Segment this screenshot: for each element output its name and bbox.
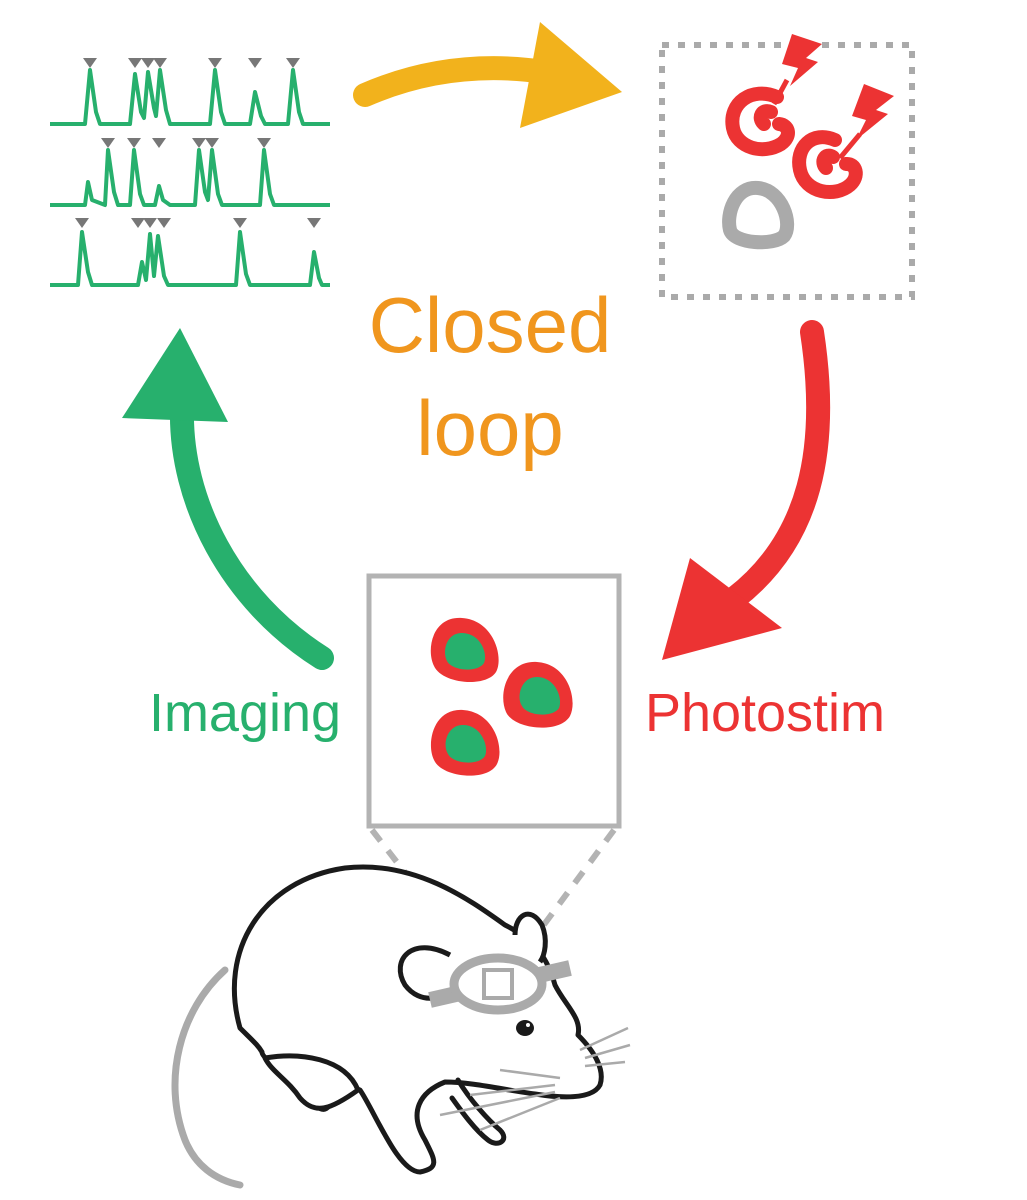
triangle-down-icon xyxy=(143,218,157,228)
neuron-cell-icon xyxy=(503,661,573,728)
mouse-icon xyxy=(171,864,631,1189)
fov-frame xyxy=(366,573,622,829)
triangle-down-icon xyxy=(141,58,155,68)
triangle-down-icon xyxy=(101,138,115,148)
lightning-bolt-icon xyxy=(782,34,822,86)
photostim-label: Photostim xyxy=(645,683,885,743)
triangle-down-icon xyxy=(248,58,262,68)
triangle-down-icon xyxy=(75,218,89,228)
triangle-down-icon xyxy=(131,218,145,228)
calcium-trace-3 xyxy=(50,230,330,287)
zoom-lines xyxy=(369,828,617,952)
triangle-down-icon xyxy=(153,58,167,68)
yellow-arrow xyxy=(353,22,622,128)
spike-markers xyxy=(75,58,321,228)
mouse-ear xyxy=(512,911,548,964)
mouse-whiskers xyxy=(439,1026,631,1132)
triangle-down-icon xyxy=(233,218,247,228)
neuron-cell-icon xyxy=(430,617,499,683)
center-label-line1: Closed xyxy=(369,281,612,369)
triangle-down-icon xyxy=(83,58,97,68)
triangle-down-icon xyxy=(307,218,321,228)
calcium-trace-2 xyxy=(50,148,330,207)
triangle-down-icon xyxy=(257,138,271,148)
non-target-cell-icon xyxy=(722,181,795,250)
mouse-hind-leg xyxy=(262,1053,361,1111)
triangle-down-icon xyxy=(192,138,206,148)
triangle-down-icon xyxy=(127,138,141,148)
imaging-label: Imaging xyxy=(149,683,341,743)
calcium-traces-panel xyxy=(50,58,330,287)
calcium-trace-1 xyxy=(50,68,330,126)
stim-cell-icon xyxy=(725,86,795,157)
triangle-down-icon xyxy=(157,218,171,228)
green-arrow xyxy=(122,328,334,670)
center-label-line2: loop xyxy=(416,384,563,472)
mouse-eye xyxy=(516,1020,534,1036)
lightning-bolt-icon xyxy=(852,84,894,140)
field-of-view-panel xyxy=(366,573,622,829)
triangle-down-icon xyxy=(208,58,222,68)
mouse-body xyxy=(231,864,604,1175)
target-selection-panel xyxy=(659,34,915,300)
head-plate-icon xyxy=(428,953,572,1015)
triangle-down-icon xyxy=(205,138,219,148)
triangle-down-icon xyxy=(152,138,166,148)
triangle-down-icon xyxy=(286,58,300,68)
stim-cell-icon xyxy=(792,130,863,199)
red-arrow xyxy=(662,320,831,660)
dashed-frame xyxy=(659,42,915,300)
mouse-tail xyxy=(171,966,244,1189)
neuron-cell-icon xyxy=(430,709,500,776)
triangle-down-icon xyxy=(128,58,142,68)
